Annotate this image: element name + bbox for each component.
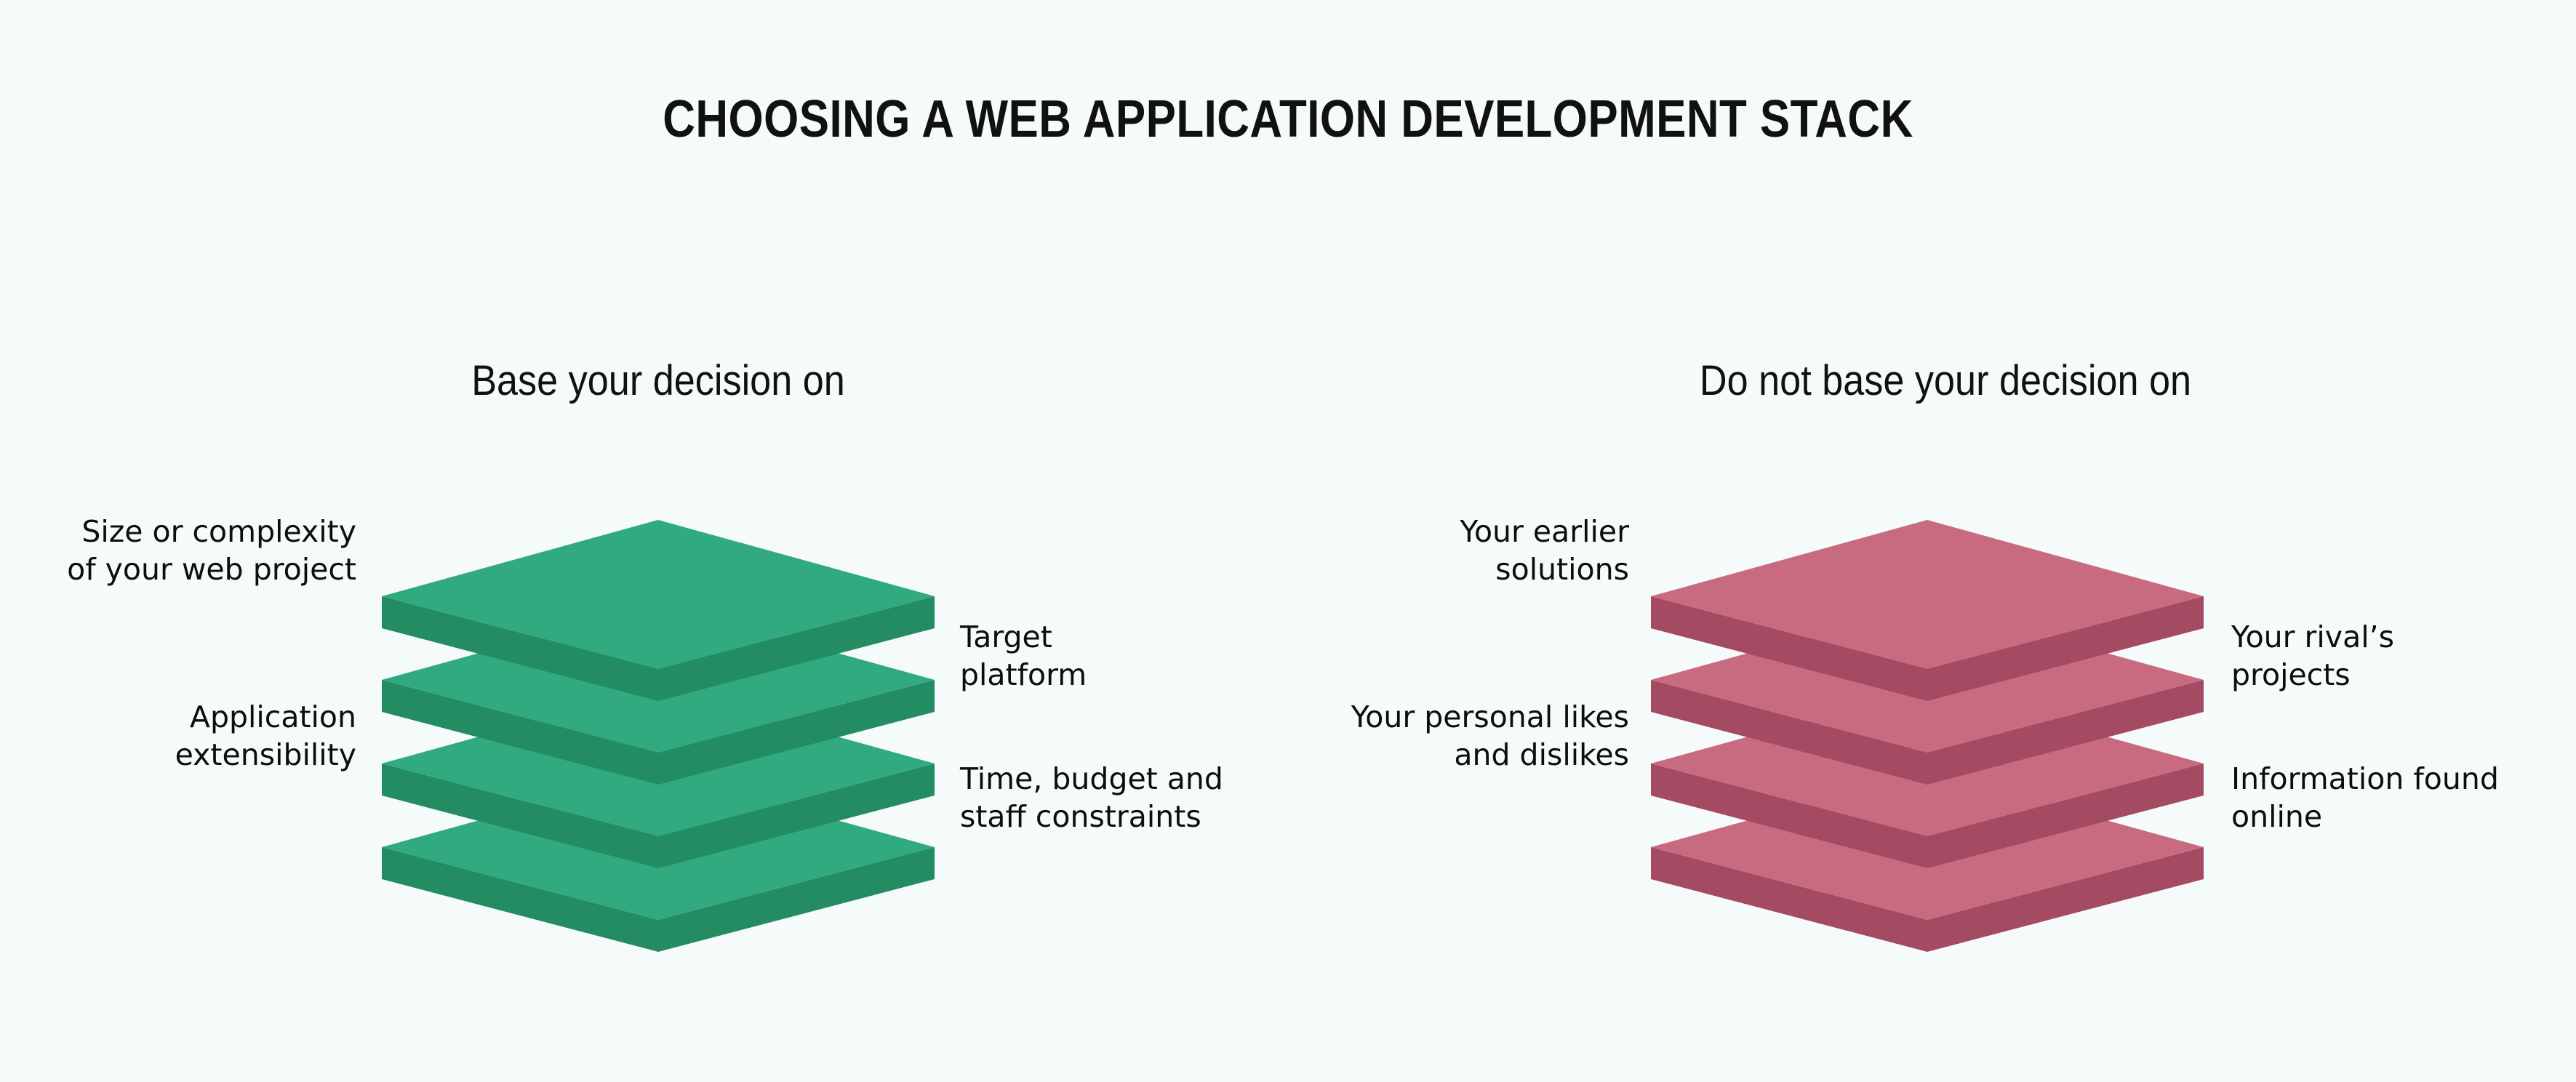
- column-heading-do-not-base-your-decision-on: Do not base your decision on: [1699, 357, 2192, 404]
- label-information-found-online: Information found online: [2231, 761, 2499, 835]
- label-size-or-complexity: Size or complexity of your web project: [67, 514, 356, 588]
- label-your-personal-likes-and-dislikes: Your personal likes and dislikes: [1351, 700, 1629, 773]
- label-your-rivals-projects: Your rival’s projects: [2231, 620, 2394, 693]
- label-application-extensibility: Application extensibility: [175, 700, 356, 773]
- layer-stack-green: [382, 520, 935, 985]
- label-your-earlier-solutions: Your earlier solutions: [1460, 514, 1629, 588]
- page-title: CHOOSING A WEB APPLICATION DEVELOPMENT S…: [663, 90, 1913, 148]
- label-time-budget-and-staff-constraints: Time, budget and staff constraints: [960, 761, 1223, 835]
- column-heading-base-your-decision-on: Base your decision on: [471, 357, 845, 404]
- layer-stack-pink: [1651, 520, 2204, 985]
- label-target-platform: Target platform: [960, 620, 1087, 693]
